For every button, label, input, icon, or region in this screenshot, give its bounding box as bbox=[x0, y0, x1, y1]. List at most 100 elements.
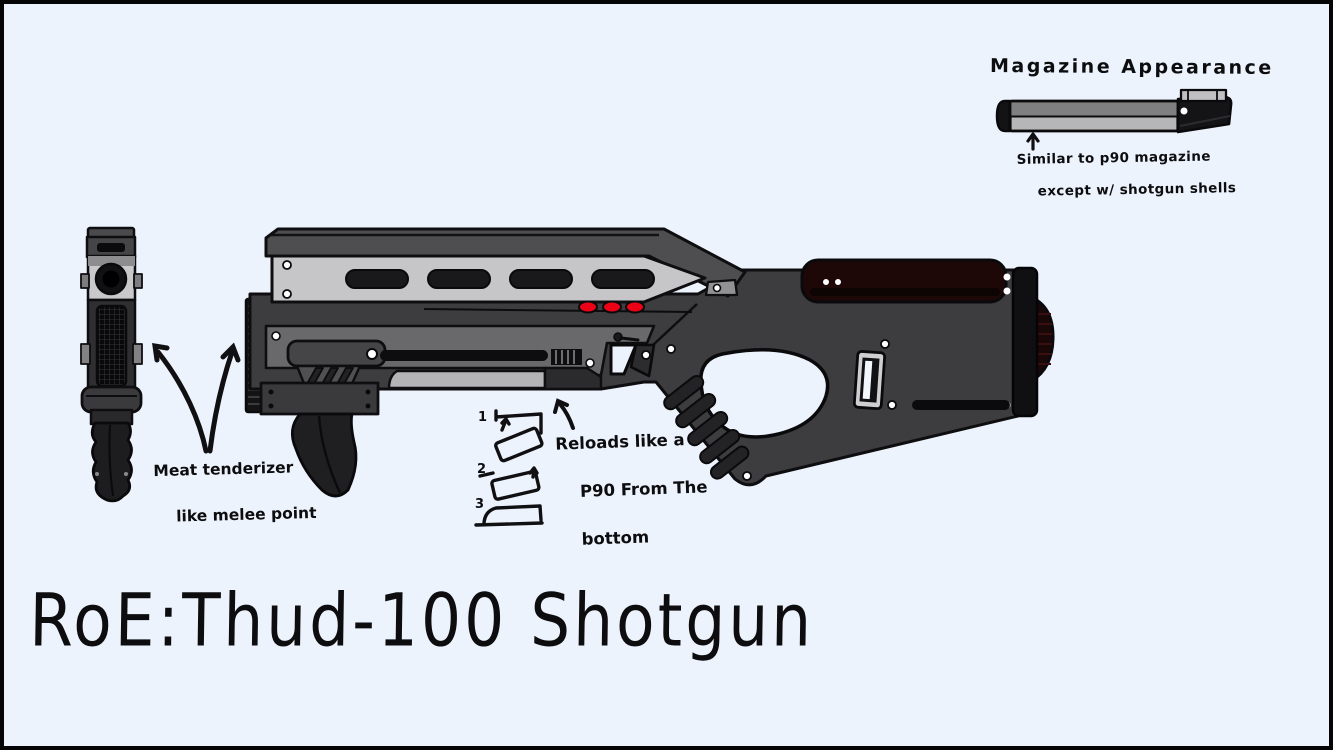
butt-plate bbox=[1011, 266, 1039, 418]
magazine-drawing bbox=[995, 88, 1233, 151]
reload-note-arrow bbox=[553, 398, 575, 430]
cheek-rest-edge bbox=[810, 288, 1000, 296]
trigger-pivot bbox=[641, 350, 651, 360]
magazine-top-cap bbox=[1179, 88, 1228, 103]
rivet-dot bbox=[366, 348, 378, 360]
magazine-tube-lower-band bbox=[1012, 117, 1176, 130]
finger-groove bbox=[709, 445, 750, 480]
rivet-dot bbox=[887, 400, 897, 410]
rivet-dot bbox=[124, 472, 128, 476]
rivet-dot bbox=[666, 344, 676, 354]
reload-step2-magazine bbox=[490, 469, 541, 501]
selector-lever bbox=[619, 336, 640, 342]
bottom-magazine-strip bbox=[387, 369, 547, 390]
front-view-muzzle-band bbox=[88, 256, 135, 266]
reload-note-line1: Reloads like a bbox=[555, 430, 685, 454]
side-tab bbox=[80, 343, 91, 365]
magazine-note-line1: Similar to p90 magazine bbox=[1016, 148, 1211, 168]
led-light bbox=[578, 300, 598, 314]
concept-drawing-canvas bbox=[80, 88, 1233, 527]
vent-slot bbox=[591, 269, 655, 289]
led-light bbox=[625, 300, 645, 314]
reload-step3-number: 3 bbox=[475, 497, 485, 512]
arrow-to-front-view bbox=[155, 349, 209, 454]
butt-pad-ridges bbox=[1035, 313, 1052, 365]
finger-groove bbox=[699, 428, 741, 465]
front-view-drawing bbox=[80, 226, 143, 503]
rivet-dot bbox=[742, 471, 752, 481]
grip-finger-grooves bbox=[663, 374, 750, 480]
trigger-slot-hole bbox=[609, 343, 638, 376]
vent-slot bbox=[345, 269, 409, 289]
rivet-dot bbox=[880, 339, 890, 349]
rivet-dot bbox=[282, 260, 292, 270]
foregrip-seam bbox=[317, 415, 342, 494]
magazine-note-arrow bbox=[1026, 132, 1040, 151]
main-shotgun-drawing bbox=[244, 227, 1055, 498]
tenderizer-face bbox=[95, 304, 128, 388]
foregrip bbox=[290, 412, 358, 498]
melee-note-line2: like melee point bbox=[175, 503, 317, 526]
finger-groove bbox=[675, 392, 717, 429]
reload-note: Reloads like a P90 From The bottom bbox=[555, 427, 710, 552]
grip-collar bbox=[80, 385, 143, 414]
rivet-dot bbox=[95, 472, 99, 476]
pump-block bbox=[259, 381, 380, 416]
vent-slot bbox=[427, 269, 491, 289]
side-bolt bbox=[80, 273, 90, 289]
arrowhead bbox=[220, 342, 241, 363]
rail-end-wedge bbox=[704, 278, 739, 297]
rivet-dot bbox=[282, 289, 292, 299]
rivet-dot bbox=[835, 279, 841, 285]
reload-step-sketches bbox=[474, 409, 544, 527]
rivet-dot bbox=[1180, 107, 1188, 115]
rivet-dot bbox=[1003, 273, 1011, 281]
reload-step2-number: 2 bbox=[477, 462, 487, 477]
led-light bbox=[602, 300, 622, 314]
handguard-vent-slots bbox=[345, 269, 655, 289]
arrowhead bbox=[152, 342, 170, 363]
magazine-right-block bbox=[1176, 95, 1233, 134]
reload-note-line2: P90 From The bbox=[579, 477, 708, 501]
magazine-release-wedge bbox=[543, 366, 603, 391]
magazine-note: Similar to p90 magazine except w/ shotgu… bbox=[1017, 148, 1237, 200]
side-tab bbox=[132, 343, 143, 365]
melee-note-line1: Meat tenderizer bbox=[153, 458, 294, 481]
receiver-seam-line bbox=[423, 308, 693, 313]
front-view-grip bbox=[90, 421, 133, 503]
drawing-title: RoE:Thud-100 Shotgun bbox=[28, 578, 815, 663]
sling-port bbox=[852, 350, 887, 411]
pump-block-screws bbox=[268, 389, 371, 409]
magazine-top-cap-lines bbox=[1187, 90, 1218, 101]
sling-port-bar bbox=[862, 360, 873, 400]
stock-bottom-slot bbox=[912, 400, 1010, 410]
stock-front-seam bbox=[652, 303, 698, 346]
reload-step1-magwell bbox=[494, 409, 543, 435]
charging-groove bbox=[380, 350, 548, 361]
reload-step1-arrow bbox=[500, 417, 511, 432]
reload-step1-number: 1 bbox=[478, 410, 488, 425]
rivet-dot bbox=[712, 283, 722, 293]
magazine-panel-title: Magazine Appearance bbox=[989, 55, 1274, 79]
finger-groove bbox=[663, 374, 705, 411]
arrow-to-main-gun bbox=[207, 349, 235, 454]
finger-groove bbox=[687, 410, 729, 447]
melee-point-note: Meat tenderizer like melee point bbox=[153, 456, 317, 529]
magazine-block-facet bbox=[1179, 115, 1231, 127]
side-bolt bbox=[133, 273, 143, 289]
reload-step2-guide bbox=[478, 471, 495, 478]
rivet-dot bbox=[1003, 287, 1011, 295]
front-view-head-slot bbox=[97, 243, 125, 252]
magazine-left-cap bbox=[995, 99, 1012, 133]
rivet-dot bbox=[585, 358, 595, 368]
serration-lines bbox=[555, 350, 575, 364]
muzzle-bore-center bbox=[102, 270, 120, 288]
reload-note-line3: bottom bbox=[581, 527, 650, 549]
reload-step2-arrow bbox=[528, 466, 539, 479]
rivet-dot bbox=[271, 331, 281, 341]
grip-seam bbox=[108, 424, 114, 497]
rivet-dot bbox=[823, 279, 829, 285]
reload-step1-magazine bbox=[494, 426, 544, 463]
vent-slot bbox=[509, 269, 573, 289]
